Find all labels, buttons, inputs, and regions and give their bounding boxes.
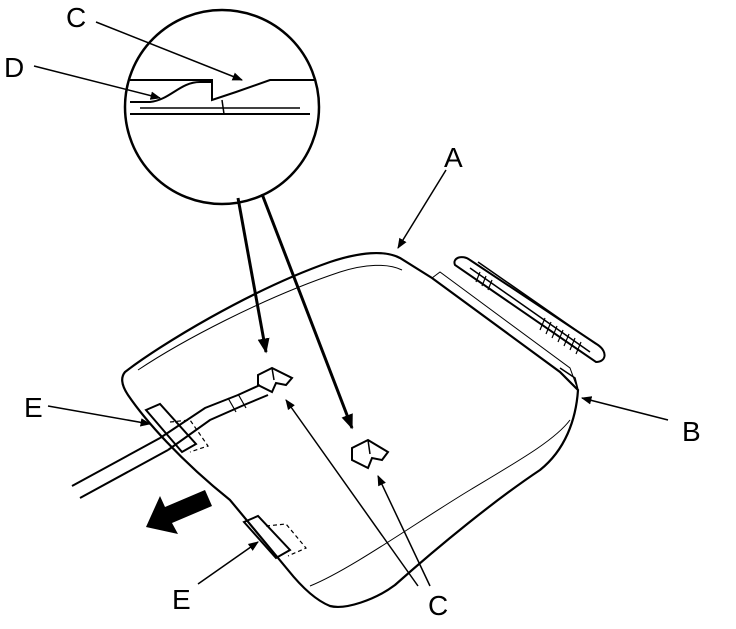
callout-e-lower: E <box>172 584 191 615</box>
direction-arrow-icon <box>146 490 212 534</box>
cable <box>71 384 269 499</box>
leader-e-lower <box>197 541 259 585</box>
detail-circle <box>123 8 321 206</box>
leader-e-upper <box>47 405 152 427</box>
tab-lower <box>242 514 307 560</box>
clip-upper <box>257 366 294 394</box>
callout-c-bottom: C <box>428 590 449 621</box>
hinge-spring <box>453 256 606 391</box>
leader-c-bottom-2 <box>377 475 431 587</box>
leader-c-top <box>95 21 243 81</box>
cover-body <box>121 251 580 608</box>
clip-lower <box>351 438 390 470</box>
tab-upper <box>144 402 209 454</box>
callout-e-upper: E <box>24 392 43 423</box>
detail-pointer-right <box>260 193 354 430</box>
callout-a: A <box>444 142 463 173</box>
leader-b <box>580 396 669 421</box>
leader-d <box>33 65 162 100</box>
callout-b: B <box>682 416 701 447</box>
leader-a <box>397 169 447 249</box>
detail-pointer-left <box>236 197 270 354</box>
callout-c-top: C <box>66 2 87 33</box>
leader-c-bottom-1 <box>285 399 419 587</box>
callout-d: D <box>4 52 25 83</box>
